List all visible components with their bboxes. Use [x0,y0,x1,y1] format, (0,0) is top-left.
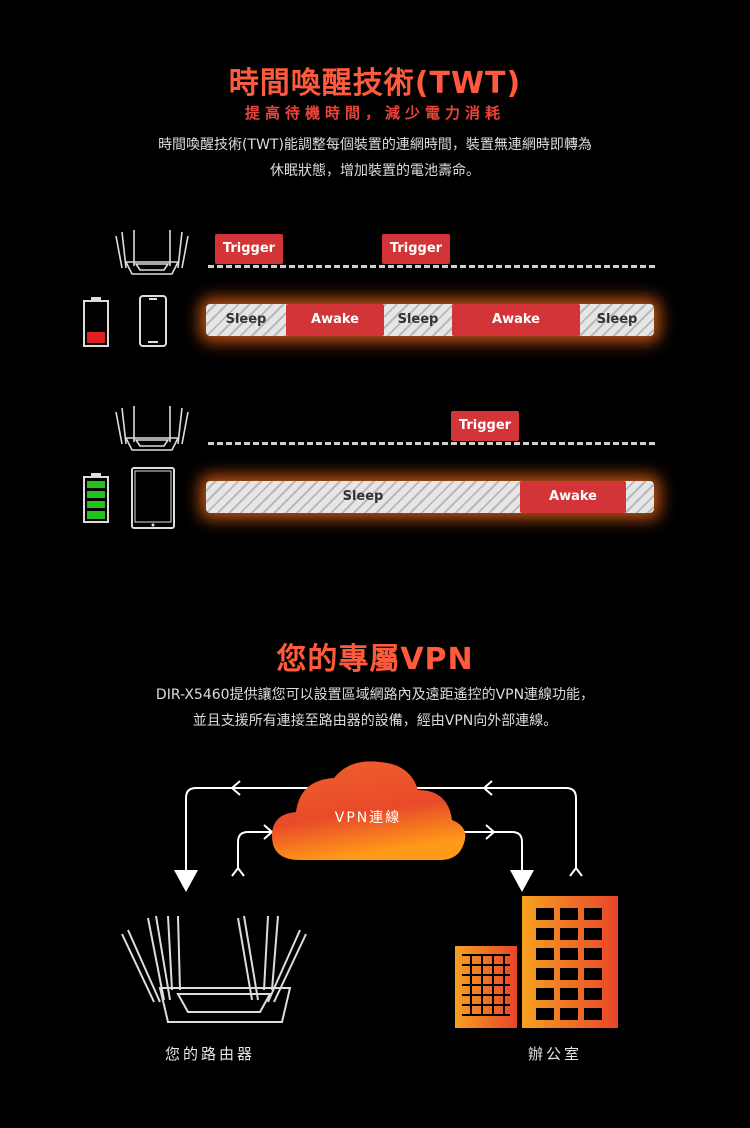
awake-segment: Awake [452,304,580,336]
router-icon [115,406,189,451]
sleep-segment: Sleep [397,312,439,327]
vpn-title: 您的專屬VPN [276,642,474,677]
building-windows [462,908,602,1020]
router-label: 您的路由器 [164,1045,255,1063]
arrow-down-icon [510,870,534,892]
arrow-up-icon [569,866,583,877]
sleep-segment: Sleep [342,489,384,504]
trigger-label: Trigger [451,411,519,441]
arrow-up-icon [231,866,245,877]
router-large-icon [121,915,307,1023]
cloud-icon [272,761,466,860]
sleep-awake-bar-2: Sleep Awake [206,481,654,513]
trigger-timeline-2 [208,442,655,445]
sleep-awake-bar-1: Sleep Awake Sleep Awake Sleep [206,304,654,336]
office-label: 辦公室 [527,1045,582,1063]
cloud-label: VPN連線 [335,810,402,826]
vpn-description-line1: DIR-X5460提供讓您可以設置區域網路內及遠距遙控的VPN連線功能， [155,687,595,703]
arrow-right-icon [263,824,274,840]
awake-segment: Awake [286,304,384,336]
arrow-down-icon [174,870,198,892]
sleep-segment: Sleep [596,312,638,327]
vpn-description-line2: 並且支援所有連接至路由器的設備，經由VPN向外部連線。 [192,713,558,729]
router-icon [115,230,189,275]
battery-low-icon [83,297,109,347]
trigger-label: Trigger [382,234,450,264]
vpn-diagram: VPN連線 [121,761,618,1028]
arrow-left-icon [230,780,241,796]
arrow-right-icon [485,824,496,840]
trigger-label: Trigger [215,234,283,264]
awake-segment: Awake [520,481,626,513]
arrow-left-icon [482,780,493,796]
tablet-icon [131,467,175,529]
sleep-segment: Sleep [225,312,267,327]
twt-title: 時間喚醒技術(TWT) [228,66,522,101]
twt-subtitle: 提高待機時間，減少電力消耗 [244,104,505,122]
twt-description-line2: 休眠狀態，增加裝置的電池壽命。 [270,163,480,179]
smartphone-icon [139,295,167,347]
trigger-timeline-1 [208,265,655,268]
twt-description-line1: 時間喚醒技術(TWT)能調整每個裝置的連網時間，裝置無連網時即轉為 [158,137,592,153]
battery-full-icon [83,473,109,523]
